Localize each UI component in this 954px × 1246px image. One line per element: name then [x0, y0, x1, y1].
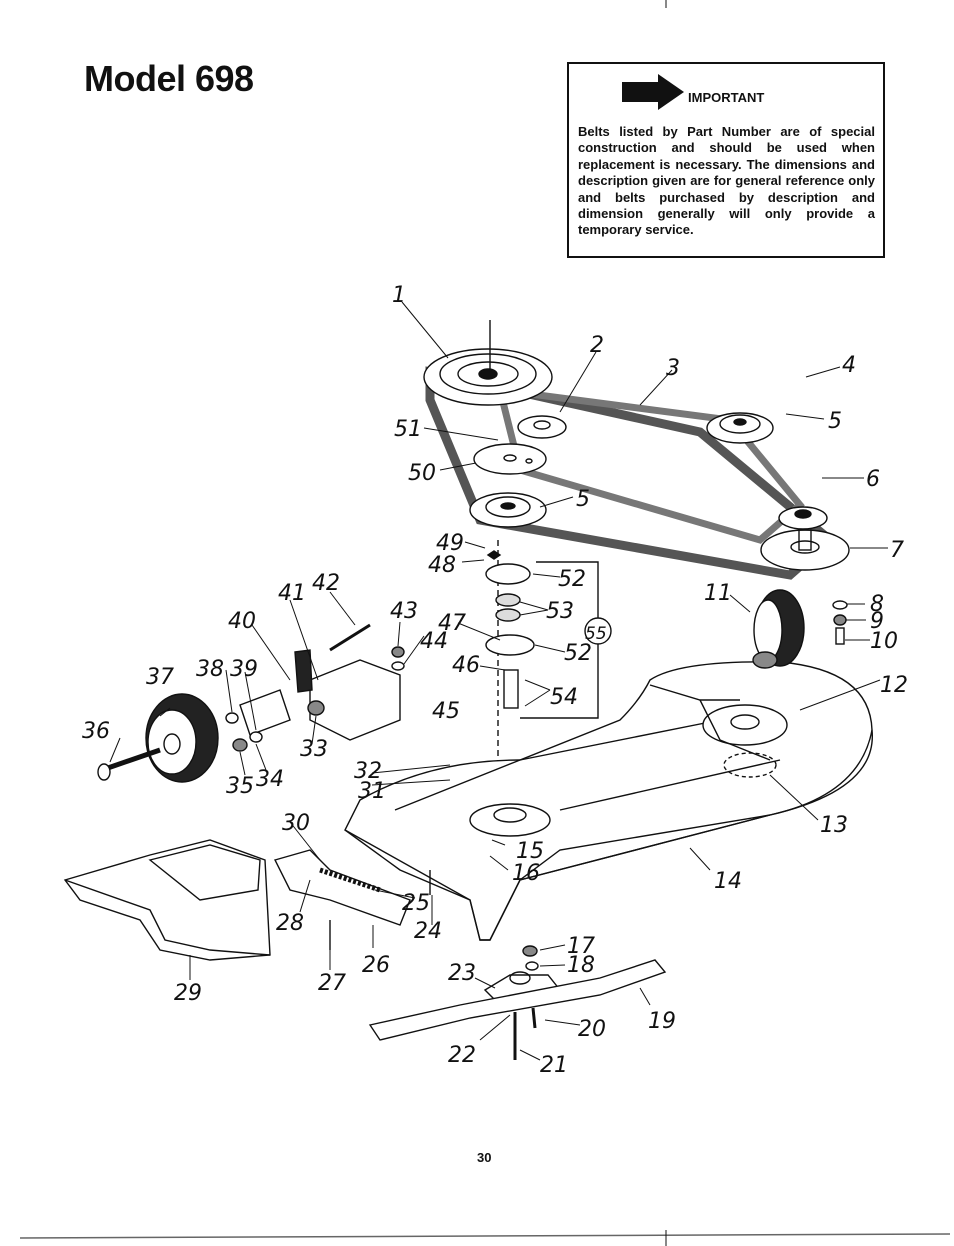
callout: 52 — [558, 567, 586, 592]
callout: 10 — [870, 629, 898, 654]
wheel-right — [752, 589, 805, 669]
callout: 23 — [448, 961, 476, 986]
large-pulley — [423, 348, 553, 406]
bottom-edge-line — [19, 1233, 951, 1239]
pulley-5-right — [706, 412, 774, 444]
callout: 5 — [576, 487, 590, 512]
important-notice-box: IMPORTANT Belts listed by Part Number ar… — [567, 62, 885, 258]
callout: 38 — [196, 657, 224, 682]
callout: 18 — [567, 953, 595, 978]
callout: 6 — [866, 467, 880, 492]
chute-bracket — [273, 849, 431, 950]
leader-lines — [109, 301, 888, 1061]
callout: 13 — [820, 813, 848, 838]
callout: 2 — [590, 333, 604, 358]
callout: 27 — [318, 971, 346, 996]
callout: 20 — [578, 1017, 606, 1042]
belt-1 — [425, 366, 837, 580]
callout: 12 — [880, 673, 908, 698]
pulley-7 — [760, 529, 850, 571]
callout: 45 — [432, 699, 460, 724]
spindle-assembly — [485, 320, 535, 790]
callout: 26 — [362, 953, 390, 978]
notice-heading: IMPORTANT — [688, 89, 765, 105]
callout: 34 — [256, 767, 284, 792]
callout: 17 — [567, 934, 595, 959]
callout: 14 — [714, 869, 742, 894]
callout: 50 — [408, 461, 436, 486]
callout: 28 — [276, 911, 304, 936]
callout: 29 — [174, 981, 202, 1006]
callout: 43 — [390, 599, 418, 624]
pulley-2 — [517, 415, 567, 439]
callout: 22 — [448, 1043, 476, 1068]
callout: 11 — [704, 581, 732, 606]
discharge-chute — [63, 839, 271, 961]
callout: 8 — [870, 592, 884, 617]
callout-labels: 1 2 3 4 5 5 6 7 8 9 10 11 12 13 14 15 16… — [82, 283, 908, 1078]
cutting-blade — [368, 959, 667, 1060]
callout: 30 — [282, 811, 310, 836]
height-adjust-bracket — [225, 623, 405, 752]
hardware-8-10 — [832, 600, 848, 645]
callout: 37 — [146, 665, 174, 690]
callout: 16 — [512, 861, 540, 886]
callout: 19 — [648, 1009, 676, 1034]
callout: 39 — [230, 657, 258, 682]
belt-2 — [495, 385, 805, 544]
callout: 40 — [228, 609, 256, 634]
pulley-5-left — [469, 492, 547, 528]
callout: 53 — [546, 599, 574, 624]
callout: 44 — [420, 629, 448, 654]
callout: 47 — [438, 611, 466, 636]
callout: 42 — [312, 571, 340, 596]
callout-circle-55 — [584, 617, 612, 645]
callout: 21 — [540, 1053, 568, 1078]
callout: 3 — [666, 356, 680, 381]
callout: 49 — [436, 531, 464, 556]
mower-deck-housing — [344, 661, 873, 941]
callout: 51 — [394, 417, 422, 442]
notice-body-text: Belts listed by Part Number are of speci… — [578, 124, 875, 238]
callout: 15 — [516, 839, 544, 864]
callout: 7 — [890, 538, 904, 563]
callout: 55 — [585, 624, 607, 644]
callout: 32 — [354, 759, 382, 784]
callout: 52 — [564, 641, 592, 666]
callout: 5 — [828, 409, 842, 434]
callout: 36 — [82, 719, 110, 744]
callout: 1 — [392, 283, 406, 308]
page-title: Model 698 — [84, 58, 254, 99]
callout: 46 — [452, 653, 480, 678]
notice-header: IMPORTANT — [622, 72, 875, 112]
right-arrow-icon — [622, 74, 684, 110]
spacer-plate — [473, 443, 547, 475]
callout: 48 — [428, 553, 456, 578]
callout: 33 — [300, 737, 328, 762]
idler-pulley — [778, 506, 828, 530]
callout: 24 — [414, 919, 442, 944]
page-number: 30 — [477, 1150, 492, 1165]
callout: 9 — [870, 609, 884, 634]
callout: 31 — [358, 779, 386, 804]
callout: 25 — [402, 891, 430, 916]
callout: 4 — [842, 353, 856, 378]
wheel-left — [97, 693, 219, 783]
callout: 41 — [278, 581, 306, 606]
callout: 35 — [226, 774, 254, 799]
callout: 54 — [550, 685, 578, 710]
